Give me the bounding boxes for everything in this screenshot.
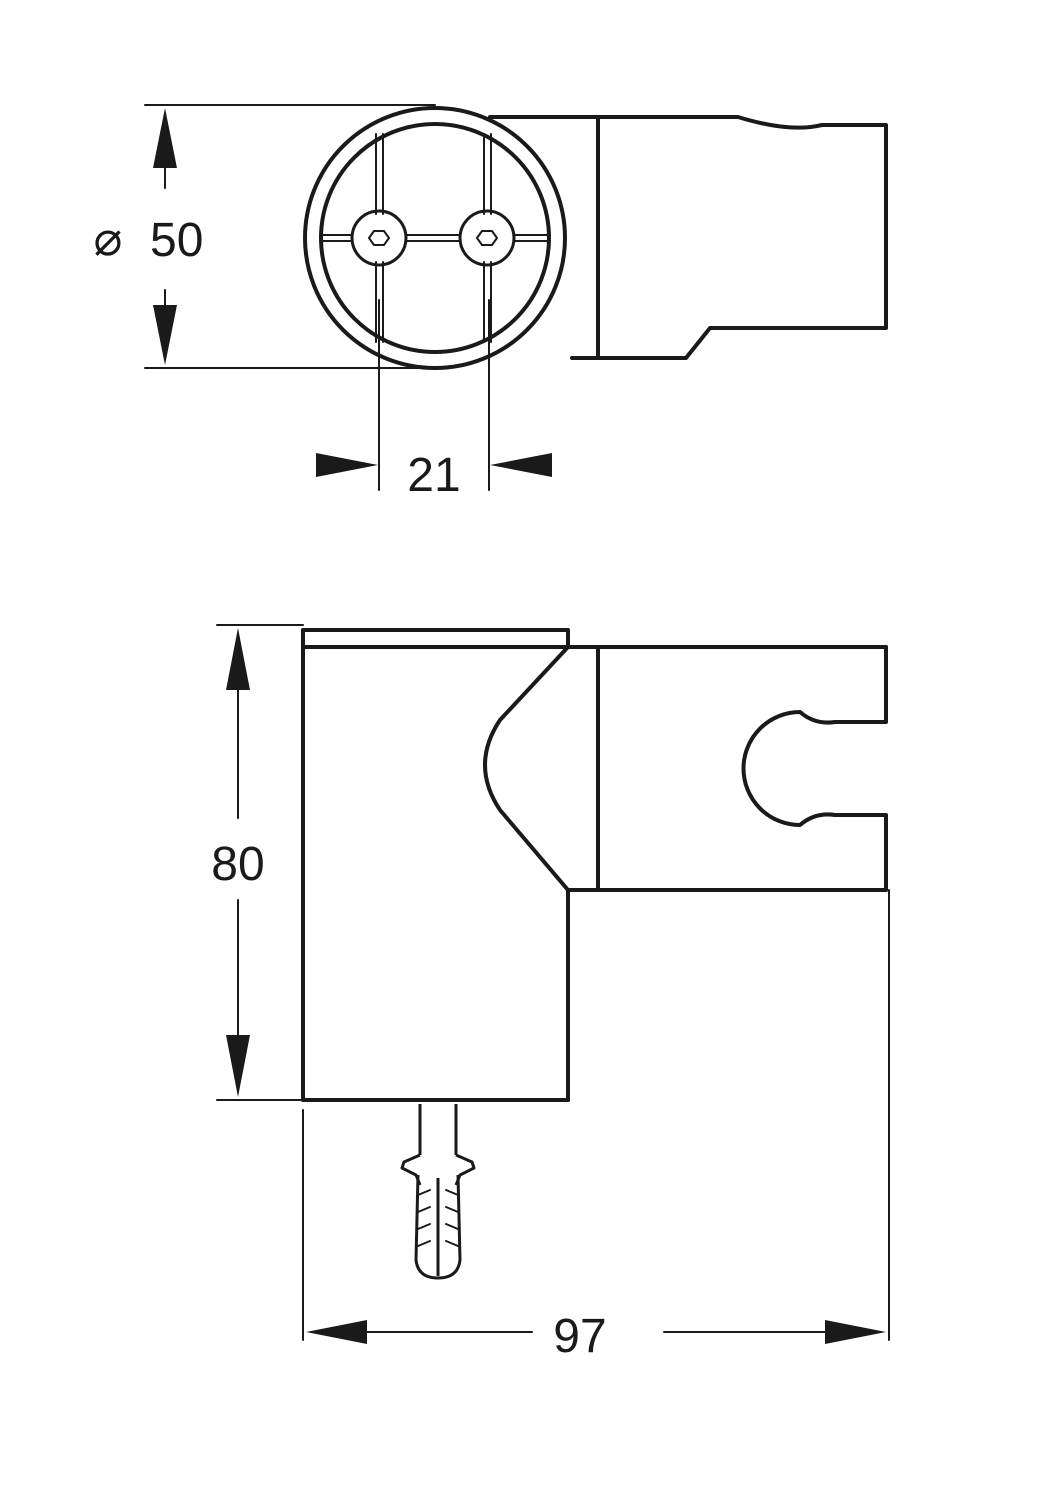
arrow-head <box>226 628 250 690</box>
arrow-head <box>226 1035 250 1097</box>
height-value: 80 <box>211 838 264 891</box>
height-dimension: 80 <box>211 624 304 1101</box>
hole-spacing-value: 21 <box>407 449 460 502</box>
screw-hole-right <box>475 230 499 246</box>
arrow-head <box>153 305 177 365</box>
base-top-cap <box>301 628 570 649</box>
screw-boss-right <box>458 209 516 267</box>
hole-spacing-dimension: 21 <box>316 299 552 502</box>
screw-boss-left <box>350 209 408 267</box>
base-inner-circle <box>319 122 551 354</box>
holder-curved-cut <box>483 645 570 892</box>
arrow-head <box>153 108 177 168</box>
diameter-symbol: ⌀ <box>94 213 123 266</box>
top-view <box>303 106 888 370</box>
arrow-head <box>490 453 552 477</box>
side-view <box>301 628 888 1280</box>
arrow-head <box>825 1320 886 1344</box>
holder-body-top <box>488 115 888 360</box>
wall-plug <box>400 1104 476 1280</box>
base-outer-circle <box>303 106 567 370</box>
holder-clip-profile <box>741 645 888 892</box>
screw-hole-left <box>367 230 391 246</box>
diameter-value: 50 <box>150 214 203 267</box>
arrow-head <box>316 453 378 477</box>
width-value: 97 <box>553 1310 606 1363</box>
arrow-head <box>306 1320 367 1344</box>
diameter-dimension: ⌀ 50 <box>94 104 436 369</box>
width-dimension: 97 <box>302 889 890 1363</box>
